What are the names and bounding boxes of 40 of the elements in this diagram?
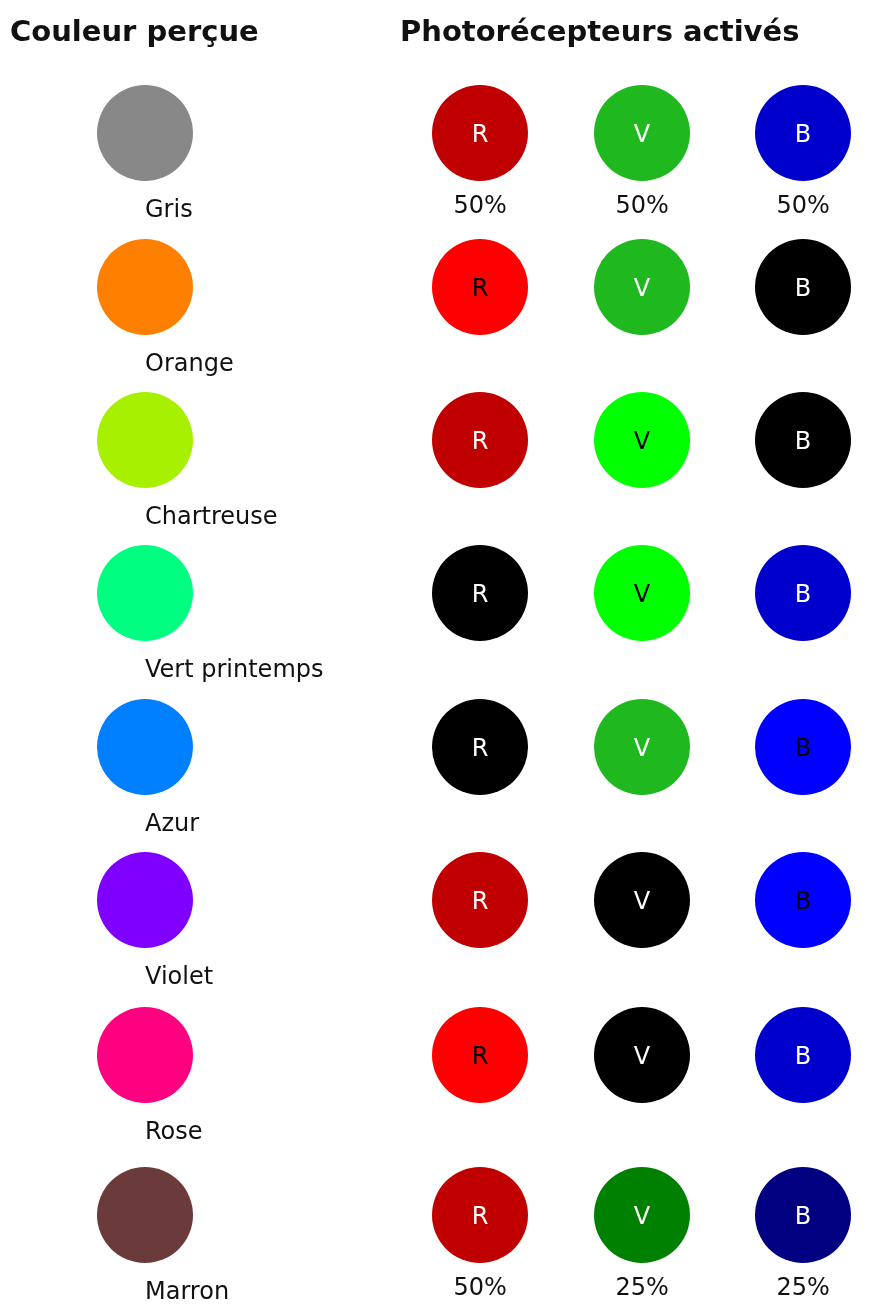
percentage: 25% bbox=[776, 1273, 830, 1301]
photoreceptor-letter: R bbox=[470, 276, 490, 300]
photoreceptor-letter: B bbox=[793, 276, 813, 300]
photoreceptor-letter: R bbox=[470, 736, 490, 760]
color-name: Chartreuse bbox=[145, 502, 278, 530]
color-name: Orange bbox=[145, 349, 234, 377]
photoreceptor-letter: B bbox=[793, 582, 813, 606]
color-name: Azur bbox=[145, 809, 200, 837]
photoreceptor-letter: R bbox=[470, 582, 490, 606]
photoreceptor-letter: V bbox=[632, 889, 652, 913]
percentage: 50% bbox=[615, 191, 669, 219]
photoreceptor-letter: B bbox=[793, 122, 813, 146]
photoreceptor-letter: V bbox=[632, 276, 652, 300]
photoreceptor-letter: V bbox=[632, 582, 652, 606]
photoreceptor-letter: V bbox=[632, 122, 652, 146]
column-heading: Couleur perçue bbox=[10, 14, 259, 48]
column-heading: Photorécepteurs activés bbox=[400, 14, 800, 48]
color-name: Marron bbox=[145, 1277, 230, 1305]
color-name: Gris bbox=[145, 195, 193, 223]
photoreceptor-letter: R bbox=[470, 1044, 490, 1068]
photoreceptor-letter: B bbox=[793, 889, 813, 913]
photoreceptor-letter: V bbox=[632, 1204, 652, 1228]
photoreceptor-letter: B bbox=[793, 429, 813, 453]
photoreceptor-letter: V bbox=[632, 1044, 652, 1068]
color-name: Rose bbox=[145, 1117, 203, 1145]
photoreceptor-letter: B bbox=[793, 1204, 813, 1228]
color-name: Vert printemps bbox=[145, 655, 324, 683]
photoreceptor-letter: R bbox=[470, 1204, 490, 1228]
percentage: 25% bbox=[615, 1273, 669, 1301]
photoreceptor-letter: R bbox=[470, 122, 490, 146]
photoreceptor-letter: V bbox=[632, 736, 652, 760]
photoreceptor-letter: B bbox=[793, 1044, 813, 1068]
percentage: 50% bbox=[453, 1273, 507, 1301]
photoreceptor-letter: R bbox=[470, 429, 490, 453]
color-name: Violet bbox=[145, 962, 214, 990]
percentage: 50% bbox=[453, 191, 507, 219]
photoreceptor-letter: R bbox=[470, 889, 490, 913]
percentage: 50% bbox=[776, 191, 830, 219]
photoreceptor-letter: B bbox=[793, 736, 813, 760]
photoreceptor-letter: V bbox=[632, 429, 652, 453]
